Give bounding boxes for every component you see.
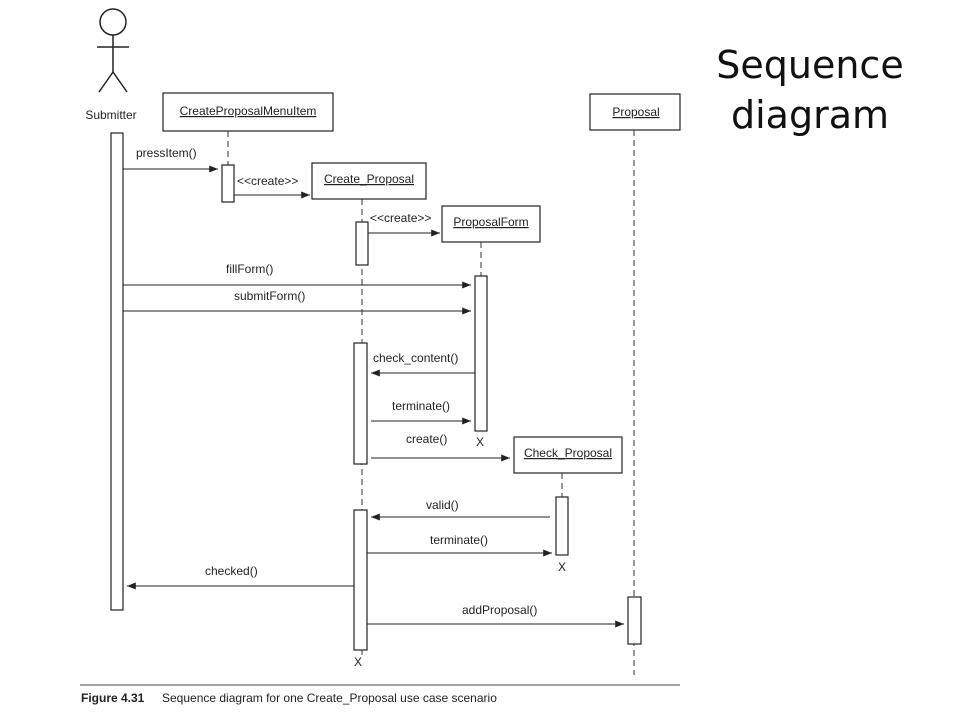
slide-title: Sequence diagram — [690, 40, 930, 140]
message-label-submit-form: submitForm() — [234, 289, 305, 303]
activation-submitter — [110, 132, 124, 611]
message-label-checked: checked() — [205, 564, 258, 578]
destroy-mark-proposal-form: X — [476, 435, 484, 449]
activation-create-proposal-1 — [355, 221, 369, 266]
message-label-add-proposal: addProposal() — [462, 603, 537, 617]
activation-create-proposal-3 — [353, 509, 368, 651]
actor-label: Submitter — [85, 108, 136, 122]
message-label-fill-form: fillForm() — [226, 262, 273, 276]
message-label-terminate-1: terminate() — [392, 399, 450, 413]
object-create-proposal: Create_Proposal — [311, 162, 427, 200]
caption-text: Sequence diagram for one Create_Proposal… — [162, 691, 497, 705]
actor-head — [99, 8, 127, 36]
object-menu-item-label: CreateProposalMenuItem — [180, 104, 317, 118]
actor-submitter — [97, 8, 129, 93]
object-proposal-form: ProposalForm — [441, 205, 541, 243]
object-proposal: Proposal — [589, 93, 681, 131]
activation-check-proposal — [555, 496, 569, 556]
activation-create-proposal-2 — [353, 342, 368, 465]
actor-left-leg — [98, 71, 114, 93]
activation-proposal — [627, 596, 642, 645]
object-create-proposal-label: Create_Proposal — [324, 172, 414, 186]
slide-title-line-1: Sequence — [716, 43, 904, 87]
message-label-terminate-2: terminate() — [430, 533, 488, 547]
object-menu-item: CreateProposalMenuItem — [162, 92, 334, 132]
actor-right-leg — [112, 71, 128, 93]
object-proposal-form-label: ProposalForm — [453, 215, 528, 229]
message-label-create-2: <<create>> — [370, 211, 431, 225]
object-proposal-label: Proposal — [612, 105, 659, 119]
message-label-create-1: <<create>> — [237, 174, 298, 188]
destroy-mark-create-proposal: X — [354, 655, 362, 669]
activation-menu-item — [221, 164, 235, 203]
message-label-press-item: pressItem() — [136, 146, 197, 160]
object-check-proposal-label: Check_Proposal — [524, 446, 612, 460]
caption-figure-number: Figure 4.31 — [81, 691, 145, 705]
slide-title-line-2: diagram — [730, 93, 889, 137]
message-label-create-3: create() — [406, 432, 447, 446]
destroy-mark-check-proposal: X — [558, 560, 566, 574]
message-label-valid: valid() — [426, 498, 459, 512]
object-check-proposal: Check_Proposal — [513, 436, 623, 474]
message-label-check-content: check_content() — [373, 351, 458, 365]
activation-proposal-form — [474, 275, 488, 432]
